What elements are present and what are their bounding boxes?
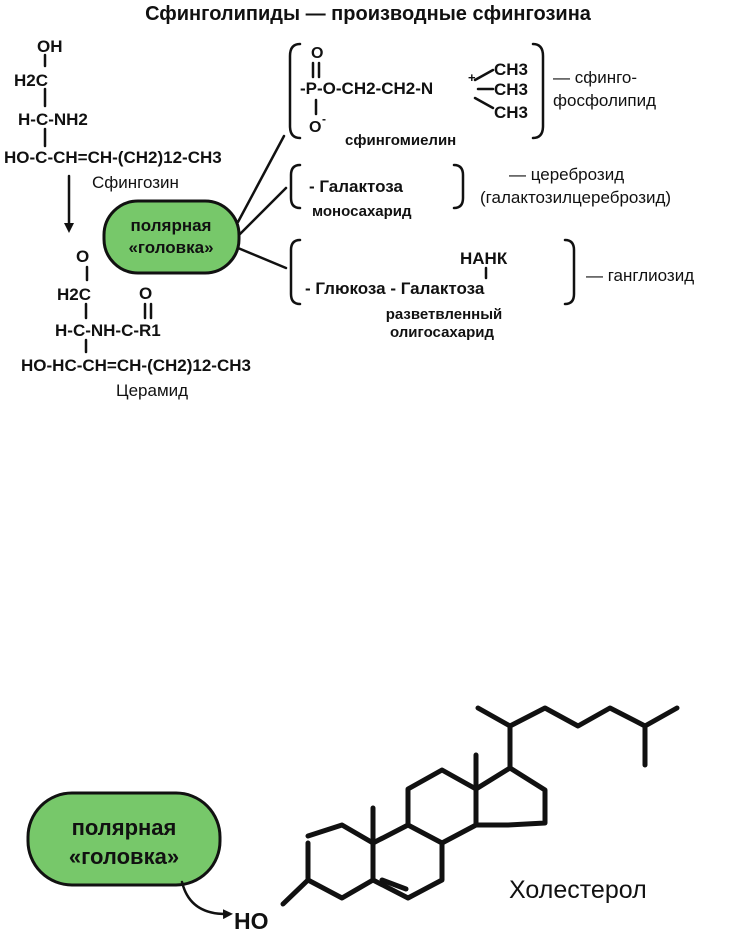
polar-head-line2: «головка» <box>128 238 213 257</box>
polar-head-shape <box>102 199 241 275</box>
sphingomyelin-formula: -P-O-CH2-CH2-N <box>300 79 433 98</box>
ring-b <box>370 822 445 901</box>
oligosaccharide-label: олигосахарид <box>390 324 494 341</box>
methyl-1: CH3 <box>494 60 528 79</box>
sphingomyelin-group: O -P-O-CH2-CH2-N + CH3 CH3 CH3 O - сфинг… <box>288 42 656 149</box>
ring-a <box>305 822 376 901</box>
sphingosine-structure: OH H2C H-C-NH2 HO-C-CH=CH-(CH2)12-CH3 Сф… <box>4 37 222 192</box>
ceramide-o: O <box>76 247 89 266</box>
cholesterol-polar-head-badge: полярная «головка» <box>26 791 222 887</box>
ceramide-chain: HO-HC-CH=CH-(CH2)12-CH3 <box>21 356 251 375</box>
right-bracket <box>452 163 465 210</box>
ceramide-h2c: H2C <box>57 285 91 304</box>
sphingosine-hcnh2: H-C-NH2 <box>18 110 88 129</box>
cholesterol-label: Холестерол <box>509 876 647 904</box>
ceramide-structure: O H2C O H-C-NH-C-R1 HO-HC-CH=CH-(CH2)12-… <box>21 247 251 400</box>
phosphate-o-top: O <box>311 45 323 62</box>
left-bracket <box>289 238 302 306</box>
ganglioside-group: НАНК - Глюкоза - Галактоза разветвленный… <box>289 238 694 341</box>
curved-arrow <box>180 880 233 920</box>
cerebroside-class: — цереброзид <box>509 165 624 184</box>
ganglioside-class: — ганглиозид <box>586 266 694 285</box>
ganglioside-formula: - Глюкоза - Галактоза <box>305 279 485 298</box>
ceramide-label: Церамид <box>116 381 188 400</box>
cholesterol-structure: HO Холестерол <box>234 705 680 934</box>
sphingophospholipid-line2: фосфолипид <box>553 91 656 110</box>
double-bond <box>379 877 409 892</box>
cholesterol-ho: HO <box>234 908 269 934</box>
sphingosine-label: Сфингозин <box>92 173 179 192</box>
ceramide-hcnh: H-C-NH-C-R1 <box>55 321 161 340</box>
side-chain <box>475 705 513 771</box>
right-bracket <box>531 42 545 140</box>
right-bracket <box>563 238 576 306</box>
methyl-3: CH3 <box>494 103 528 122</box>
hydroxyl-bond <box>280 877 311 907</box>
methyl-bond <box>473 68 495 82</box>
monosaccharide-label: моносахарид <box>312 203 412 220</box>
polar-head-line1: полярная <box>131 216 212 235</box>
connector-line <box>236 134 286 224</box>
polar-head-shape <box>26 791 222 887</box>
ring-d <box>473 765 548 828</box>
cerebroside-group: - Галактоза моносахарид — цереброзид (га… <box>289 163 671 220</box>
sphingosine-chain: HO-C-CH=CH-(CH2)12-CH3 <box>4 148 222 167</box>
ammonium-charge: + <box>468 70 476 85</box>
connector-line <box>236 246 288 270</box>
methyl-bond <box>473 96 495 110</box>
ring-c <box>405 767 479 846</box>
sphingophospholipid-line1: — сфинго- <box>553 68 637 87</box>
page-title: Сфинголипиды — производные сфингозина <box>145 3 592 25</box>
nank-label: НАНК <box>460 249 508 268</box>
left-bracket <box>289 163 302 210</box>
phosphate-charge: - <box>322 112 326 126</box>
branched-label: разветвленный <box>386 306 503 323</box>
polar-head-line1: полярная <box>72 815 177 840</box>
ceramide-carbonyl-o: O <box>139 284 152 303</box>
sphingosine-oh: OH <box>37 37 63 56</box>
phosphate-o-bottom: O <box>309 119 321 136</box>
connector-line <box>238 186 288 236</box>
methyl-2: CH3 <box>494 80 528 99</box>
side-chain <box>507 705 680 729</box>
polar-head-badge: полярная «головка» <box>102 199 241 275</box>
sphingomyelin-label: сфингомиелин <box>345 132 456 149</box>
galactosylcerebroside-label: (галактозилцереброзид) <box>480 188 671 207</box>
cerebroside-formula: - Галактоза <box>309 177 404 196</box>
left-bracket <box>288 42 302 140</box>
sphingosine-h2c: H2C <box>14 71 48 90</box>
polar-head-line2: «головка» <box>69 844 179 869</box>
